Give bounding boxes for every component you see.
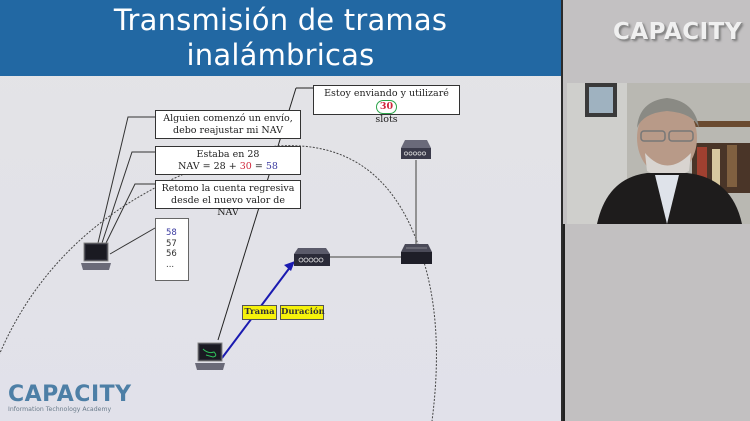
note-text: Retomo la cuenta regresiva xyxy=(161,183,295,194)
note-nav-adjust: Alguien comenzó un envío, debo reajustar… xyxy=(155,110,301,139)
callout-line-1 xyxy=(97,116,155,244)
nav-add-value: 30 xyxy=(239,161,252,172)
note-countdown-resume: Retomo la cuenta regresiva desde el nuev… xyxy=(155,180,301,218)
note-text: desde el nuevo valor de NAV xyxy=(171,195,285,218)
sender-text: Estoy enviando y utilizaré xyxy=(324,88,449,99)
sender-text-line-2: slots xyxy=(375,114,398,125)
note-nav-calc: Estaba en 28 NAV = 28 + 30 = 58 xyxy=(155,146,301,175)
access-point-icon xyxy=(294,248,330,266)
note-sender-slots: Estoy enviando y utilizaré 30 slots xyxy=(313,85,460,125)
slide-header: Transmisión de tramas inalámbricas xyxy=(0,0,561,76)
laptop-receiver-icon xyxy=(81,242,111,270)
footer-logo-text: CAPACITY xyxy=(8,382,132,407)
title-line-2: inalámbricas xyxy=(186,38,375,72)
presenter-video-frame xyxy=(567,83,750,224)
slide-divider xyxy=(561,0,563,421)
countdown-value: 56 xyxy=(166,249,177,259)
nav-equals: = xyxy=(251,161,266,172)
presenter-panel: CAPACITY xyxy=(563,0,750,421)
note-text: Alguien comenzó un envío, xyxy=(163,113,293,124)
presenter-webcam-video xyxy=(567,83,750,224)
nav-equation: NAV = 28 + 30 = 58 xyxy=(159,161,297,173)
countdown-value: 57 xyxy=(166,238,177,249)
switch-icon xyxy=(401,244,432,264)
callout-line-2 xyxy=(101,151,155,244)
sender-line-1: Estoy enviando y utilizaré 30 xyxy=(317,88,456,114)
footer-tagline: Information Technology Academy xyxy=(8,406,112,413)
presentation-slide: Transmisión de tramas inalámbricas xyxy=(0,0,561,421)
callout-line-4 xyxy=(109,227,156,255)
countdown-value: 58 xyxy=(166,228,177,238)
slide-title: Transmisión de tramas inalámbricas xyxy=(0,3,561,73)
countdown-value: ... xyxy=(166,259,175,270)
frame-tag-duracion: Duración xyxy=(280,305,325,320)
coverage-range-arc xyxy=(0,145,437,421)
footer-logo: CAPACITY Information Technology Academy xyxy=(8,382,132,414)
laptop-sender-icon xyxy=(195,342,225,370)
slots-value-circled: 30 xyxy=(375,100,398,114)
nav-prefix: NAV = 28 + xyxy=(178,161,240,172)
network-diagram xyxy=(0,87,437,421)
router-icon xyxy=(401,140,431,159)
frame-tag-trama: Trama xyxy=(242,305,277,320)
note-text: Estaba en 28 xyxy=(196,149,260,160)
callout-line-3 xyxy=(105,183,155,244)
nav-countdown-list: 58 57 56 ... xyxy=(155,218,189,281)
nav-result-value: 58 xyxy=(265,161,278,172)
note-text: debo reajustar mi NAV xyxy=(173,125,283,136)
title-line-1: Transmisión de tramas xyxy=(113,3,448,37)
brand-logo: CAPACITY xyxy=(613,19,743,45)
presenter-panel-empty xyxy=(563,224,750,421)
